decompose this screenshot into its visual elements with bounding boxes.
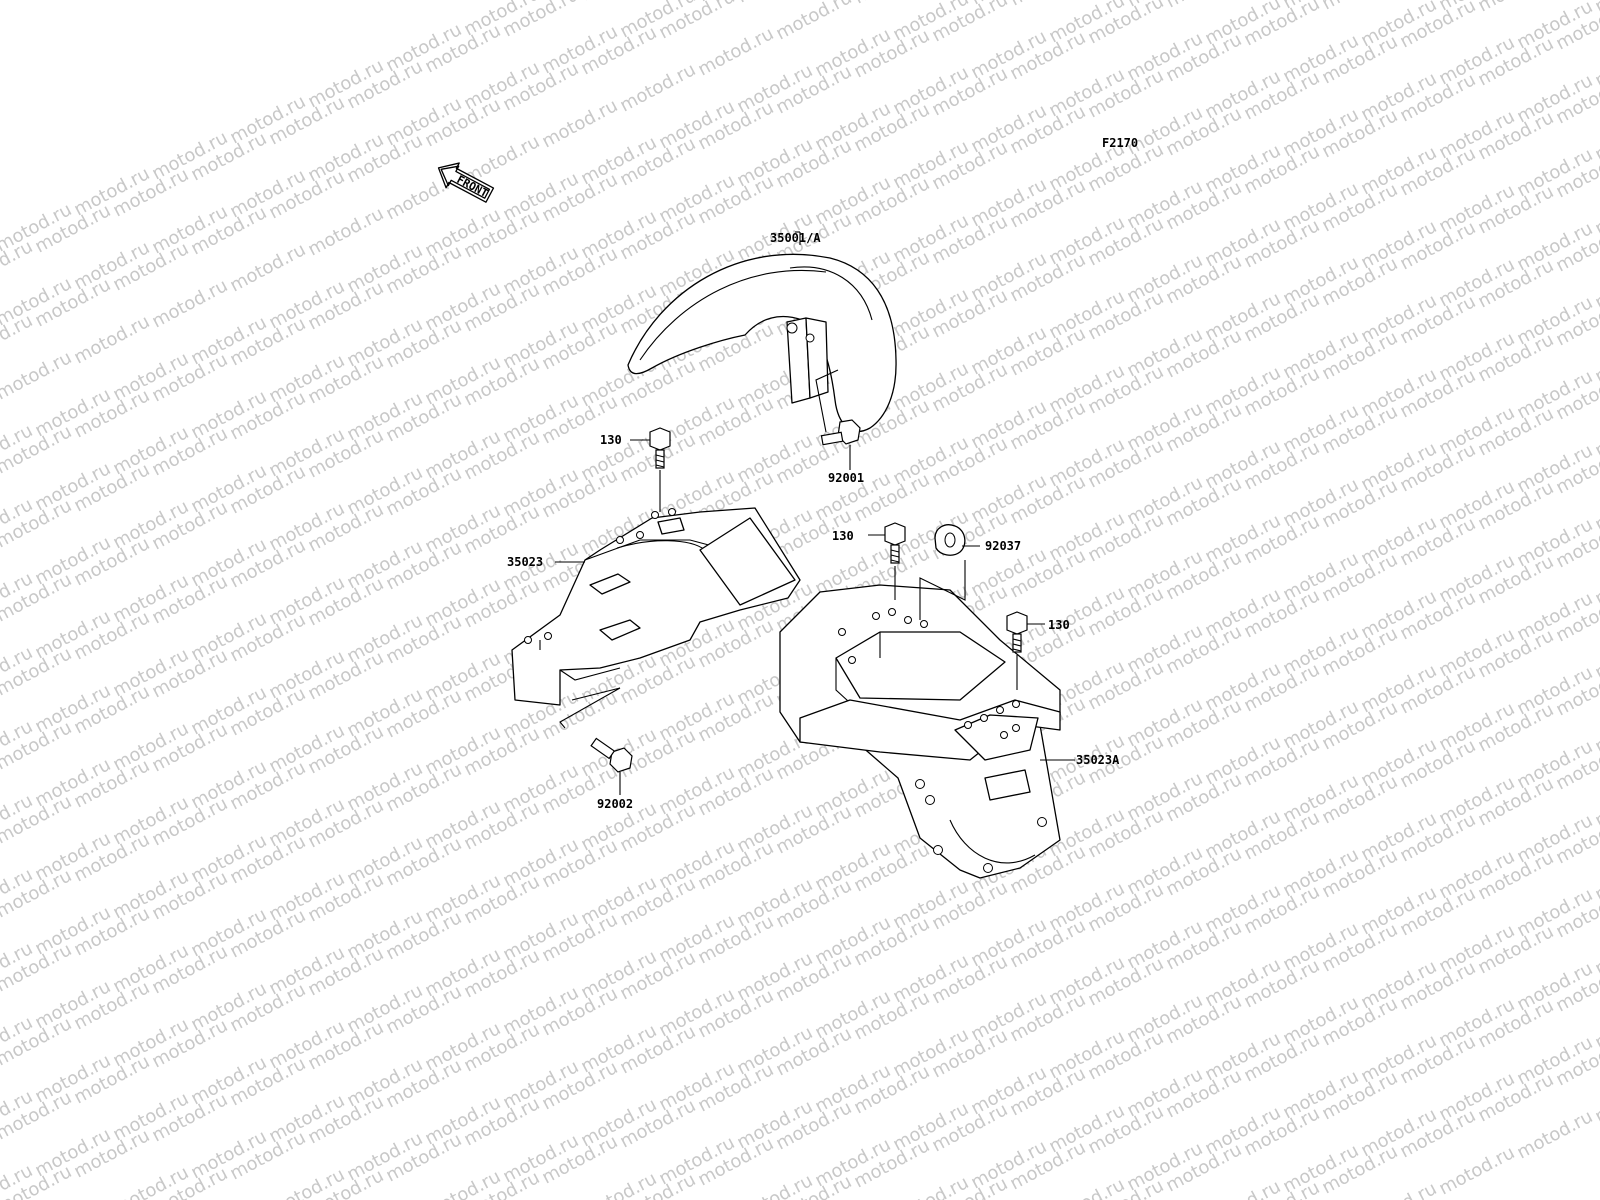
rear-fender [779,584,1075,879]
callout-130-right: 130 [1048,618,1070,632]
bolt-130-middle [868,522,906,600]
front-arrow-icon: FRONT [437,162,495,203]
callout-92001: 92001 [828,471,864,485]
callout-35023a: 35023A [1076,753,1120,767]
front-fender [627,231,897,433]
callout-35023: 35023 [507,555,543,569]
callout-92037: 92037 [985,539,1021,553]
bolt-92001 [820,419,861,470]
callout-130-upper-left: 130 [600,433,622,447]
bolt-92002 [559,687,633,795]
callout-35001-a: 35001/A [770,231,821,245]
diagram-code: F2170 [1102,136,1138,150]
bolt-130-upper-left [630,427,671,512]
inner-rear-fender [511,507,801,706]
bolt-130-right [1006,611,1045,690]
clamp-92037 [919,524,980,620]
callout-130-middle: 130 [832,529,854,543]
callout-92002: 92002 [597,797,633,811]
